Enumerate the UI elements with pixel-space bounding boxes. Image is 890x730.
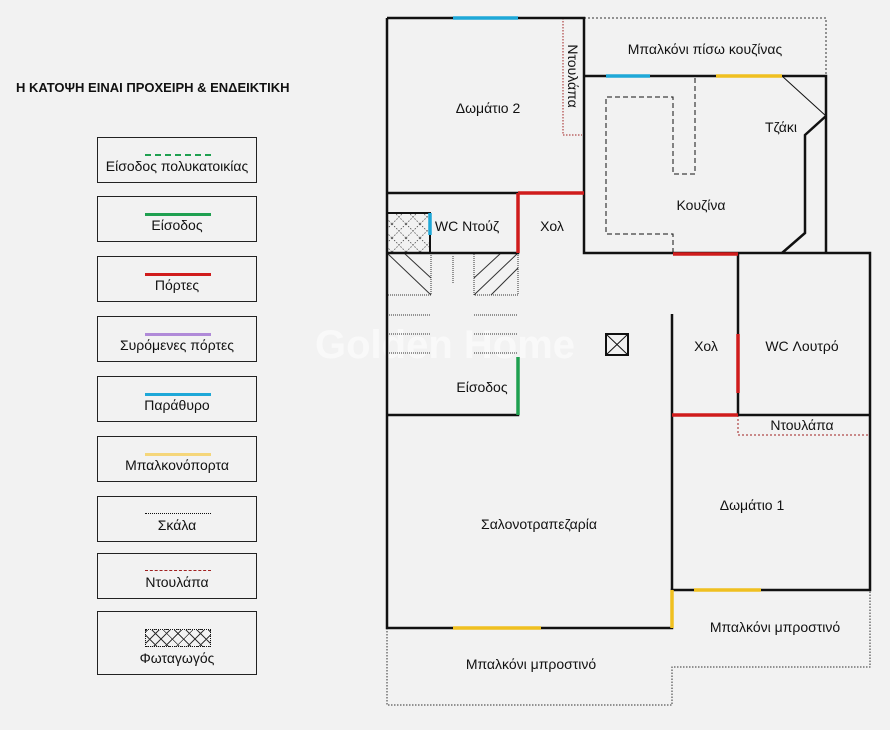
room-label: Κουζίνα bbox=[677, 197, 726, 213]
legend-label: Είσοδος πολυκατοικίας bbox=[105, 158, 249, 174]
lightwell bbox=[386, 212, 431, 254]
legend-swatch bbox=[145, 570, 211, 571]
legend-item: Πόρτες bbox=[97, 256, 257, 302]
room-label: Τζάκι bbox=[765, 119, 797, 135]
room-label: Ντουλάπα bbox=[565, 44, 581, 107]
legend-swatch bbox=[145, 393, 211, 396]
legend-label: Φωταγωγός bbox=[139, 650, 215, 666]
back-balcony-outline bbox=[584, 17, 827, 76]
closet-outline bbox=[737, 415, 870, 436]
room-label: WC Λουτρό bbox=[765, 338, 839, 354]
legend-swatch bbox=[145, 273, 211, 276]
room-label: Είσοδος bbox=[456, 379, 507, 395]
legend-label: Είσοδος bbox=[151, 217, 203, 233]
room-label: Χολ bbox=[540, 218, 564, 234]
legend-item: Παράθυρο bbox=[97, 376, 257, 422]
legend-label: Συρόμενες πόρτες bbox=[120, 337, 234, 353]
legend-label: Σκάλα bbox=[157, 517, 197, 533]
watermark: Golden Home bbox=[315, 323, 575, 367]
room-label: WC Ντούζ bbox=[435, 218, 499, 234]
legend-label: Παράθυρο bbox=[144, 397, 210, 413]
legend-swatch bbox=[145, 513, 211, 514]
disclaimer-title: Η ΚΑΤΟΨΗ ΕΙΝΑΙ ΠΡΟΧΕΙΡΗ & ΕΝΔΕΙΚΤΙΚΗ bbox=[16, 80, 290, 95]
room-label: Δωμάτιο 2 bbox=[456, 100, 521, 116]
legend-swatch bbox=[145, 629, 211, 647]
room-label: Σαλονοτραπεζαρία bbox=[481, 516, 597, 532]
kitchen-counter bbox=[605, 76, 696, 253]
legend-item: Φωταγωγός bbox=[97, 611, 257, 675]
room-label: Μπαλκόνι πίσω κουζίνας bbox=[628, 41, 783, 57]
room-label: Ντουλάπα bbox=[770, 417, 833, 433]
legend-item: Σκάλα bbox=[97, 496, 257, 542]
legend-swatch bbox=[145, 154, 211, 156]
room-label: Δωμάτιο 1 bbox=[720, 497, 785, 513]
legend-label: Πόρτες bbox=[154, 277, 200, 293]
legend-item: Είσοδος πολυκατοικίας bbox=[97, 137, 257, 183]
room-label: Μπαλκόνι μπροστινό bbox=[710, 619, 841, 635]
legend-item: Είσοδος bbox=[97, 196, 257, 242]
front-balcony-outline bbox=[386, 590, 871, 706]
legend-swatch bbox=[145, 453, 211, 456]
legend-item: Μπαλκονόπορτα bbox=[97, 436, 257, 482]
closet-outline bbox=[562, 18, 582, 136]
legend-item: Ντουλάπα bbox=[97, 553, 257, 599]
door bbox=[516, 191, 584, 253]
legend-swatch bbox=[145, 213, 211, 216]
fireplace-outline bbox=[781, 75, 827, 117]
legend-label: Ντουλάπα bbox=[145, 574, 209, 590]
legend-item: Συρόμενες πόρτες bbox=[97, 316, 257, 362]
room-label: Μπαλκόνι μπροστινό bbox=[466, 656, 597, 672]
room-label: Χολ bbox=[694, 338, 718, 354]
legend-label: Μπαλκονόπορτα bbox=[125, 457, 229, 473]
legend-swatch bbox=[145, 333, 211, 336]
openings bbox=[428, 16, 782, 630]
skylight-icon bbox=[605, 333, 629, 356]
